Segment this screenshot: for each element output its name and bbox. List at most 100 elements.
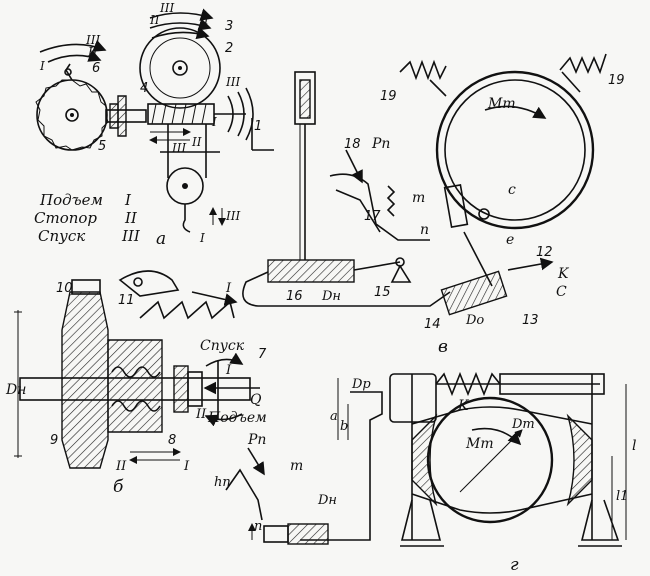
label-II-b: II [195, 407, 207, 422]
brake-shoe-right [566, 413, 593, 507]
part-8: 8 [168, 433, 176, 448]
symbol-hn: hп [214, 475, 231, 490]
symbol-Pn-g: Pп [247, 432, 266, 448]
part-13: 13 [522, 313, 539, 328]
part-19-right: 19 [608, 73, 625, 88]
part-11: 11 [118, 293, 135, 308]
label-II-a1: II [87, 45, 98, 59]
symbol-m-v: m [412, 190, 425, 206]
part-5: 5 [98, 139, 106, 154]
hub-10 [71, 279, 101, 295]
symbol-Dn-v: Dн [321, 289, 341, 304]
part-17: 17 [364, 209, 381, 224]
symbol-e: e [506, 232, 514, 248]
label-III-a2: III [159, 1, 174, 15]
subfig-label-b: б [113, 477, 124, 497]
label-spusk: Спуск [200, 338, 245, 354]
hook [182, 204, 191, 233]
symbol-m-g: m [290, 458, 303, 474]
symbol-Dt: Dт [511, 417, 535, 432]
part-19-left: 19 [380, 89, 397, 104]
label-I-a5: I [199, 231, 205, 245]
label-I-a3: I [211, 115, 217, 129]
part-4: 4 [140, 81, 148, 96]
part-3: 3 [225, 19, 233, 34]
brake-shoe-left [411, 413, 438, 507]
subfigure-b [14, 270, 260, 469]
label-III-a3: III [225, 75, 240, 89]
hydraulic-line [242, 271, 451, 307]
part-16: 16 [286, 289, 303, 304]
hydraulic-line-g [300, 391, 383, 541]
part-12: 12 [536, 245, 553, 260]
symbol-c: c [508, 182, 516, 198]
worm-wheel-9 [61, 291, 109, 469]
part-14: 14 [424, 317, 441, 332]
part-10: 10 [56, 281, 73, 296]
legend-row3-code: III [121, 227, 141, 245]
symbol-l1: l1 [616, 489, 628, 504]
subfig-label-g: г [510, 555, 519, 575]
legend-row1-code: I [124, 191, 132, 209]
symbol-a: a [330, 409, 338, 424]
label-III-a5: III [225, 209, 240, 223]
symbol-C: C [556, 284, 567, 300]
housing-8 [107, 339, 163, 433]
label-II-a2: II [149, 13, 160, 27]
symbol-n-g: n [254, 519, 262, 534]
symbol-Dn-b: Dн [5, 382, 26, 398]
part-1: 1 [254, 119, 262, 134]
symbol-Do: Dо [465, 313, 484, 328]
part-15: 15 [374, 285, 391, 300]
spring-top [435, 371, 501, 397]
label-II-bottom: II [115, 459, 127, 474]
part-18: 18 [344, 137, 361, 152]
pedal-lever [329, 173, 430, 241]
symbol-Pn-v: Pп [371, 136, 390, 152]
symbol-n-v: n [420, 222, 429, 238]
symbol-K-g: K [457, 398, 470, 414]
legend-row2: Стопор [34, 209, 97, 227]
lever-rod [443, 183, 469, 229]
ratchet-teeth [35, 79, 109, 151]
cylinder-g [287, 523, 329, 545]
symbol-Mt-v: Mт [487, 96, 516, 112]
label-I-bottom: I [183, 459, 190, 474]
label-I-a1: I [39, 59, 45, 73]
subfigure-v [242, 53, 607, 316]
symbol-Dp: Dр [351, 377, 371, 392]
clutch-4 [117, 95, 127, 137]
clutch-5 [109, 103, 119, 129]
spring-19-left [399, 59, 447, 81]
part-7: 7 [258, 347, 267, 362]
symbol-K-v: K [557, 266, 570, 282]
label-I-b: I [225, 363, 232, 378]
label-podem: Подъем [207, 410, 267, 426]
symbol-Q: Q [250, 392, 262, 408]
legend-row3: Спуск [38, 227, 85, 245]
pedal-g [225, 468, 263, 521]
label-I-ratchet: I [225, 281, 232, 296]
symbol-Mt-g: Mт [465, 436, 494, 452]
brake-lever-block [389, 373, 437, 423]
label-III-a4: III [171, 141, 186, 155]
symbol-Dn-g: Dн [317, 493, 337, 508]
gear-3 [139, 27, 221, 109]
label-I-a2: I [203, 13, 209, 27]
subfigure-g [225, 371, 627, 547]
symbol-l: l [632, 438, 636, 454]
legend-row1: Подъем [39, 191, 103, 209]
cylinder-13 [440, 270, 508, 316]
subfigure-a [35, 8, 274, 233]
subfig-label-a: а [156, 229, 166, 249]
part-6: 6 [92, 61, 100, 76]
legend-row2-code: II [124, 209, 138, 227]
label-II-a3: II [191, 135, 202, 149]
brake-drum [435, 70, 595, 230]
part-9: 9 [50, 433, 58, 448]
symbol-b: b [340, 419, 348, 434]
label-III-a1: III [85, 33, 100, 47]
subfig-label-v: в [438, 337, 448, 357]
